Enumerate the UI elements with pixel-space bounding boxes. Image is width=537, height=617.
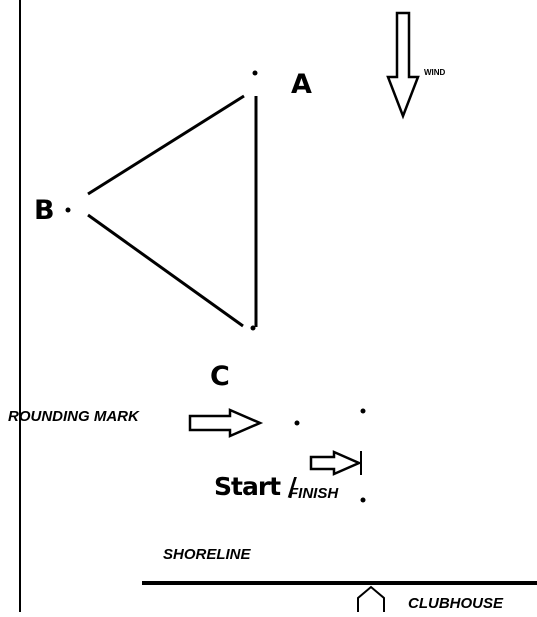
start-pin-bottom-dot (360, 497, 366, 503)
mark-c-label: C (210, 361, 230, 392)
start-pin-top-dot (360, 408, 366, 414)
leg-b-to-c (87, 213, 244, 328)
wind-arrow-icon (386, 11, 420, 120)
mark-a-dot (252, 70, 258, 76)
rounding-mark-label: ROUNDING MARK (8, 408, 139, 425)
mark-b-dot (65, 207, 71, 213)
shoreline-label: SHORELINE (163, 546, 251, 563)
pointer-arrow-icon (188, 408, 264, 438)
clubhouse-icon (357, 585, 385, 612)
wind-label: WIND (424, 68, 446, 77)
mark-a-label: A (291, 69, 312, 100)
mark-b-label: B (34, 195, 55, 226)
clubhouse-label: CLUBHOUSE (408, 595, 504, 612)
mark-c-dot (250, 325, 256, 331)
rounding-mark-dot (294, 420, 300, 426)
finish-arrow-icon (309, 450, 363, 476)
leg-b-to-a (87, 94, 245, 196)
finish-label: FINISH (289, 485, 339, 502)
start-label: Start / (214, 472, 297, 501)
